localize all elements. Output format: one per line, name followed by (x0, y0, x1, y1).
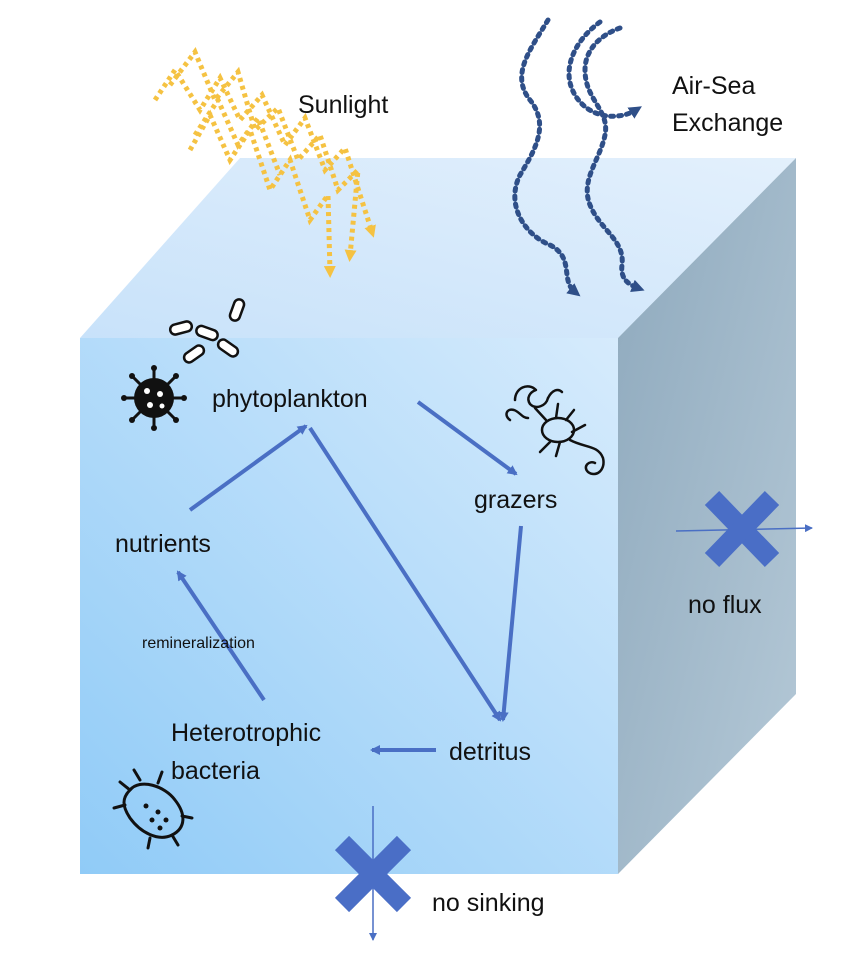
label-detritus: detritus (449, 738, 531, 766)
label-nutrients: nutrients (115, 530, 211, 558)
label-phytoplankton: phytoplankton (212, 385, 368, 413)
label-air-sea-line1: Air-Sea (672, 72, 756, 100)
label-remineralization: remineralization (142, 635, 255, 652)
arrow-nutrients-to-phytoplankton (188, 424, 308, 512)
label-no-sinking: no sinking (432, 889, 545, 917)
arrow-phytoplankton-to-grazers (416, 400, 518, 476)
cube-front-face (80, 338, 618, 874)
scorpion-icon (505, 385, 605, 476)
label-heterotrophic-line1: Heterotrophic (171, 719, 322, 747)
label-grazers: grazers (474, 486, 558, 514)
cube-top-face (80, 158, 796, 338)
label-no-flux: no flux (688, 591, 762, 619)
arrow-grazers-to-detritus (498, 525, 523, 722)
no-sinking-icon (334, 806, 412, 941)
label-air-sea-line2: Exchange (672, 109, 784, 137)
bacilli-icon (168, 298, 246, 364)
label-sunlight: Sunlight (298, 91, 389, 119)
arrow-bacteria-to-nutrients (176, 570, 266, 702)
virus-icon (121, 365, 187, 431)
cube-side-face (618, 158, 796, 874)
sunlight-icon (152, 47, 376, 278)
ocean-cube (80, 158, 796, 874)
bacterium-icon (112, 768, 194, 850)
label-heterotrophic-line2: bacteria (171, 757, 260, 785)
air-sea-exchange-icon (512, 17, 645, 297)
no-flux-icon (675, 491, 813, 567)
flow-arrows (176, 400, 523, 755)
arrow-phytoplankton-to-detritus (308, 426, 502, 722)
